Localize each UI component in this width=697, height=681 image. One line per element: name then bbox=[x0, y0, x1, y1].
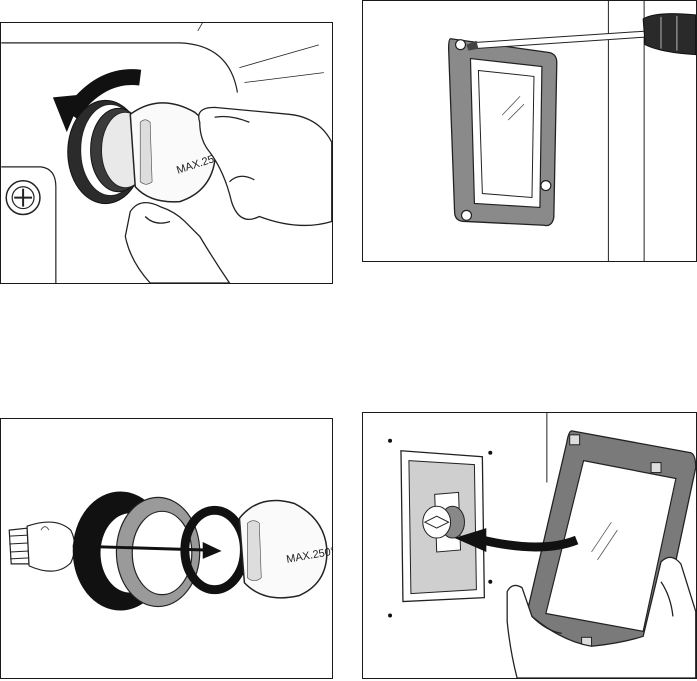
hand-lower bbox=[125, 203, 229, 283]
illustration-remove-lamp-cover: MAX.250° bbox=[0, 22, 333, 284]
illustration-unscrew-frame bbox=[362, 0, 697, 262]
lamp-parts-drawing: MAX.250° bbox=[1, 419, 332, 678]
lamp-cover-cap: MAX.250° bbox=[239, 501, 332, 598]
fixing-screw-icon bbox=[6, 181, 40, 215]
lamp-glass-frame bbox=[449, 39, 557, 226]
bulb-icon bbox=[9, 522, 74, 571]
remove-glass-frame-drawing bbox=[363, 413, 696, 678]
remove-lamp-cover-drawing: MAX.250° bbox=[1, 23, 332, 283]
unscrew-frame-drawing bbox=[363, 1, 696, 261]
hand-upper bbox=[199, 107, 332, 225]
illustration-lamp-parts: MAX.250° bbox=[0, 418, 333, 679]
lamp-recess bbox=[401, 451, 484, 602]
illustration-remove-glass-frame bbox=[362, 412, 697, 679]
light-rays bbox=[198, 23, 324, 83]
